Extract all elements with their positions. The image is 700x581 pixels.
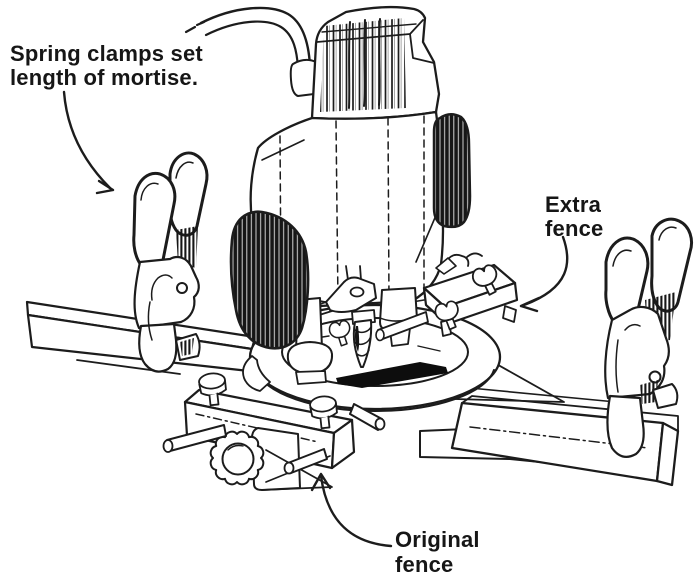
spring-clamp-left [132,151,209,373]
router-bit [351,309,376,368]
annotation-arrows [62,90,569,548]
arrow-spring-clamps [62,90,112,190]
knurled-knob [209,430,265,486]
label-original-fence-line1: Original [395,527,480,552]
handle-knob-left [229,210,310,350]
mortise-slot [336,362,448,388]
spring-clamp-right [604,217,694,459]
router-motor-top [310,5,441,120]
motor-vents [320,18,406,112]
arrow-extra-fence [522,235,569,307]
label-extra-fence-line2: fence [545,216,603,241]
original-fence-block [162,371,386,491]
label-extra-fence-line1: Extra [545,192,602,217]
guide-rods [162,403,386,475]
label-spring-clamps-line2: length of mortise. [10,65,198,90]
label-spring-clamps-line1: Spring clamps set [10,41,203,66]
power-cord-illustration [184,6,321,97]
handle-knob-right [432,113,472,229]
label-original-fence-line2: fence [395,552,453,577]
extra-fence-block [375,252,519,342]
annotation-labels: Spring clamps set length of mortise. Ext… [10,41,603,577]
arrow-original-fence [319,474,393,548]
